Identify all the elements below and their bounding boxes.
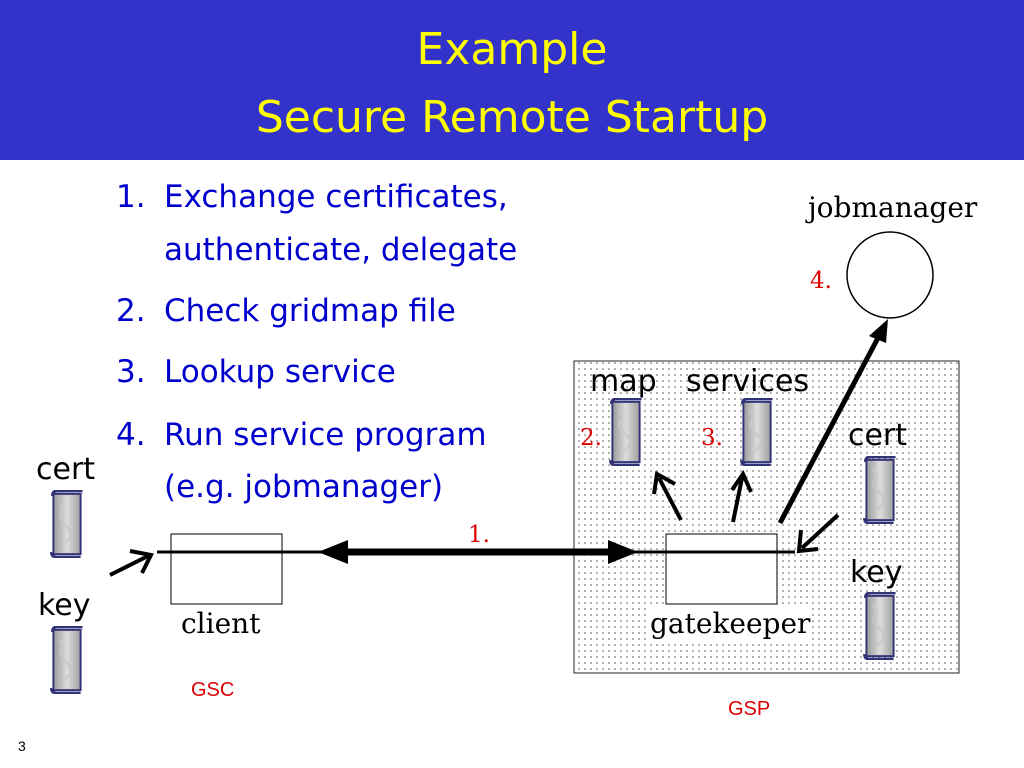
marker-4: 4. <box>810 268 832 294</box>
step-4-continuation: (e.g. jobmanager) <box>164 469 444 505</box>
step-3-text: Lookup service <box>164 354 396 390</box>
gridmap-arrow <box>657 477 683 521</box>
step-4-number: 4. <box>116 417 146 453</box>
client-box <box>170 533 283 605</box>
gsp-label: GSP <box>728 698 771 720</box>
services-arrow <box>731 477 744 523</box>
server-cert-scroll-icon <box>862 456 898 524</box>
step-4-text: Run service program <box>164 417 487 453</box>
map-label: map <box>590 364 657 399</box>
step-2-text: Check gridmap file <box>164 293 456 329</box>
step-2: 2. Check gridmap file <box>116 292 456 330</box>
jobmanager-arrow <box>777 334 882 525</box>
gridmap-scroll-icon <box>608 398 644 466</box>
gatekeeper-box <box>665 533 778 605</box>
arrowhead-left <box>318 540 348 564</box>
step-1: 1. Exchange certificates, <box>116 178 508 216</box>
gsc-label: GSC <box>191 679 235 701</box>
jobmanager-label: jobmanager <box>808 191 978 224</box>
client-key-scroll-icon <box>49 626 85 694</box>
server-key-scroll-icon <box>862 592 898 660</box>
client-credential-arrow <box>109 554 149 577</box>
marker-1: 1. <box>468 522 490 548</box>
server-key-label: key <box>850 555 903 590</box>
step-1-continuation: authenticate, delegate <box>164 232 518 268</box>
server-credential-arrow <box>800 513 840 550</box>
gridmap-arrowhead <box>652 470 676 495</box>
step-4: 4. Run service program <box>116 416 487 454</box>
step-1-text: Exchange certificates, <box>164 179 508 215</box>
services-scroll-icon <box>739 398 775 466</box>
server-cert-label: cert <box>848 418 908 453</box>
step-2-number: 2. <box>116 293 146 329</box>
page-number: 3 <box>18 738 26 754</box>
server-credential-arrowhead <box>796 529 819 554</box>
jobmanager-arrowhead <box>869 319 888 343</box>
services-arrowhead <box>730 469 753 493</box>
step-1-number: 1. <box>116 179 146 215</box>
client-credential-arrowhead <box>129 549 154 574</box>
slide-title-line1: Example <box>416 24 608 75</box>
client-cert-label: cert <box>36 452 96 487</box>
title-banner <box>0 0 1024 160</box>
step-3-number: 3. <box>116 354 146 390</box>
arrowhead-right <box>608 540 638 564</box>
marker-3: 3. <box>701 425 723 451</box>
client-label: client <box>181 607 261 640</box>
marker-2: 2. <box>580 425 602 451</box>
step-3: 3. Lookup service <box>116 353 396 391</box>
client-cert-scroll-icon <box>49 490 85 558</box>
services-label: services <box>686 364 810 399</box>
client-key-label: key <box>38 588 91 623</box>
jobmanager-circle <box>846 231 934 319</box>
gatekeeper-label: gatekeeper <box>648 607 813 640</box>
slide-title-line2: Secure Remote Startup <box>255 92 769 143</box>
